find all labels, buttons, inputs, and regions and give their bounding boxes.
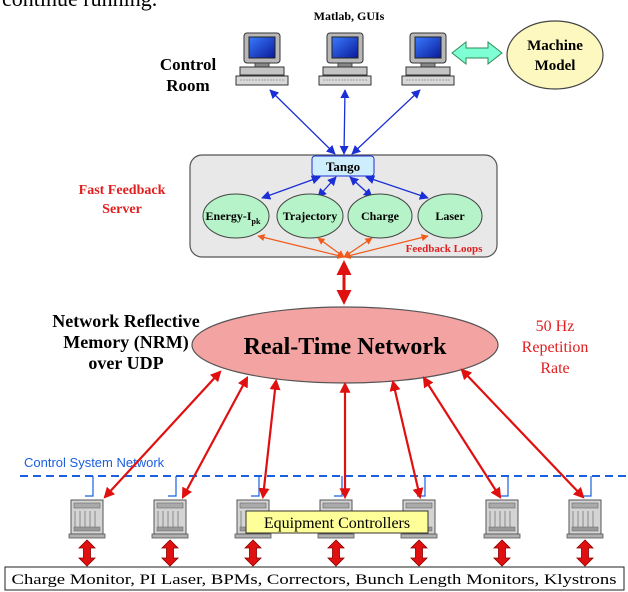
control-room-label-line1: Control: [160, 55, 217, 74]
rate-label-line3: Rate: [540, 360, 569, 377]
fast-feedback-label-line2: Server: [102, 202, 142, 217]
machine-model-label-line2: Model: [535, 58, 576, 74]
energy-node-label: Energy-Ipk: [206, 209, 261, 226]
network-rack-arrow-6: [422, 376, 502, 499]
charge-node-label: Charge: [361, 209, 400, 223]
device-arrow-icon-3: [244, 539, 262, 567]
tango-trajectory-arrow: [317, 176, 337, 198]
device-arrow-icon-6: [493, 539, 511, 567]
network-rack-arrow-2: [181, 376, 249, 499]
rack-connector-3: [251, 476, 260, 497]
equipment-controllers-label: Equipment Controllers: [264, 515, 410, 532]
fast-feedback-label-line1: Fast Feedback: [79, 183, 166, 198]
devices-box: [4, 566, 625, 591]
rate-label-line2: Repetition: [522, 339, 589, 356]
workstation-tango-arrow-1: [269, 89, 336, 155]
rack-connector-4: [334, 476, 343, 497]
top-text-fragment: continue running.: [2, 0, 157, 11]
tango-label: Tango: [326, 159, 360, 174]
control-system-network-label: Control System Network: [24, 455, 165, 470]
device-arrow-icon-7: [576, 539, 594, 567]
tango-laser-arrow: [365, 175, 429, 200]
nrm-label-line2: Memory (NRM): [63, 332, 188, 353]
rack-connector-2: [168, 476, 177, 497]
machine-model-label-line1: Machine: [527, 38, 583, 54]
rack-connector-6: [500, 476, 509, 497]
matlab-guis-label: Matlab, GUIs: [314, 9, 385, 23]
devices-label: Charge Monitor, PI Laser, BPMs, Correcto…: [12, 572, 617, 588]
equipment-rack-icon-7: [566, 499, 604, 539]
network-rack-arrow-7: [460, 368, 585, 499]
real-time-network-label: Real-Time Network: [244, 334, 447, 360]
workstation-tango-arrow-2: [339, 89, 350, 155]
rack-connector-1: [85, 476, 94, 497]
workstation-icon-3: [401, 32, 455, 86]
feedback-loops-label: Feedback Loops: [406, 243, 483, 255]
network-rack-arrow-3: [258, 378, 281, 500]
machine-model-ellipse: [506, 20, 604, 90]
energy-node-subscript: pk: [252, 217, 261, 226]
nrm-label-line3: over UDP: [88, 353, 163, 373]
workstation-icon-2: [318, 32, 372, 86]
rack-connector-7: [583, 476, 592, 497]
control-room-label-line2: Room: [166, 76, 209, 95]
device-arrow-icon-1: [78, 539, 96, 567]
workstation-tango-arrow-3: [351, 89, 421, 155]
rate-label-line1: 50 Hz: [536, 318, 575, 335]
laser-node: [417, 193, 483, 239]
equipment-rack-icon-6: [483, 499, 521, 539]
nrm-label-line1: Network Reflective: [52, 311, 199, 331]
equipment-controllers-box: [245, 510, 429, 534]
tango-energy-arrow: [261, 175, 321, 200]
device-arrow-icon-4: [327, 539, 345, 567]
equipment-rack-icon-1: [68, 499, 106, 539]
tango-box: [311, 155, 375, 177]
workstation-icon-1: [235, 32, 289, 86]
feedback-loop-arrow-trajectory: [317, 237, 345, 258]
laser-node-label: Laser: [435, 209, 465, 223]
device-arrow-icon-2: [161, 539, 179, 567]
feedback-loop-arrow-laser: [343, 234, 429, 259]
trajectory-node-label: Trajectory: [283, 209, 337, 223]
equipment-rack-icon-2: [151, 499, 189, 539]
energy-node: [202, 193, 270, 239]
bidirectional-arrow-icon: [451, 40, 503, 66]
device-arrow-icon-5: [410, 539, 428, 567]
network-rack-arrow-1: [103, 370, 222, 499]
network-rack-arrow-5: [389, 379, 424, 500]
